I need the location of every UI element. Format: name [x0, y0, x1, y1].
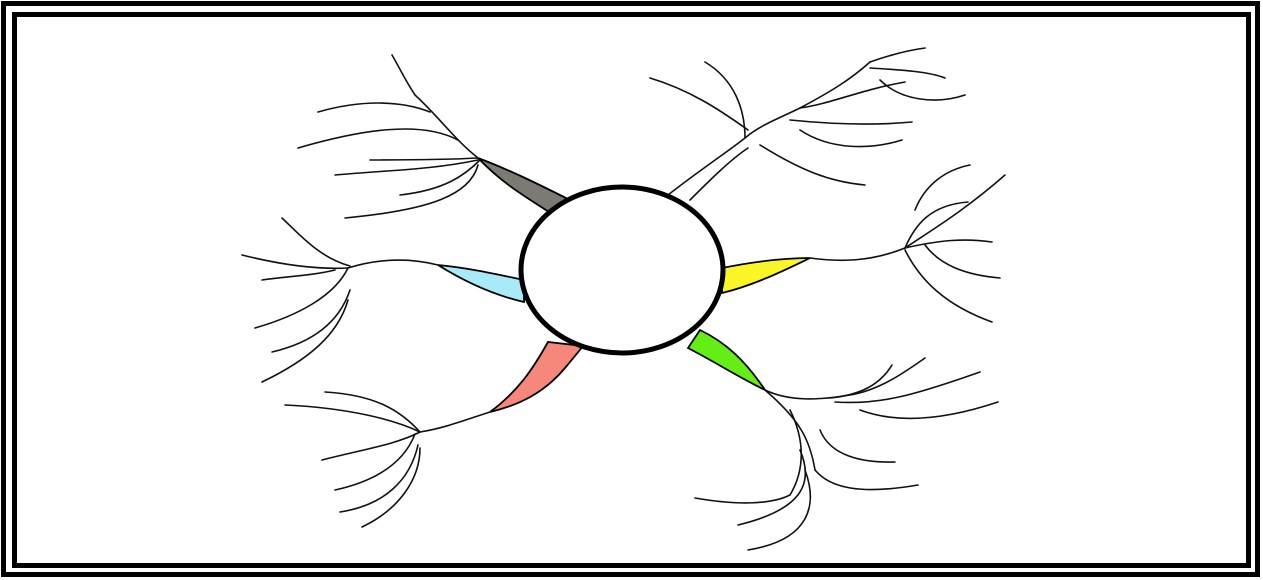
branch-middle-right-ribbon: [722, 258, 810, 293]
branch-lower-right: [688, 330, 998, 550]
branch-middle-left: [242, 218, 524, 382]
branch-upper-right-stem: [690, 148, 748, 200]
branch-lower-right-twigs: [695, 358, 998, 550]
branch-lower-right-ribbon: [688, 330, 765, 390]
branch-upper-right: [650, 48, 965, 200]
branch-upper-left: [298, 55, 570, 218]
branch-upper-left-twigs: [298, 55, 480, 218]
branch-middle-right-twigs: [810, 165, 1005, 322]
branch-lower-left: [285, 342, 583, 527]
branch-upper-right-twigs: [650, 48, 965, 185]
branch-middle-left-ribbon: [438, 265, 524, 302]
branch-upper-right-ribbon: [668, 62, 870, 195]
branch-middle-right: [722, 165, 1005, 322]
central-node: [521, 187, 723, 353]
branch-lower-left-twigs: [285, 392, 490, 527]
branch-lower-left-ribbon: [490, 342, 583, 412]
branch-middle-left-twigs: [242, 218, 438, 382]
